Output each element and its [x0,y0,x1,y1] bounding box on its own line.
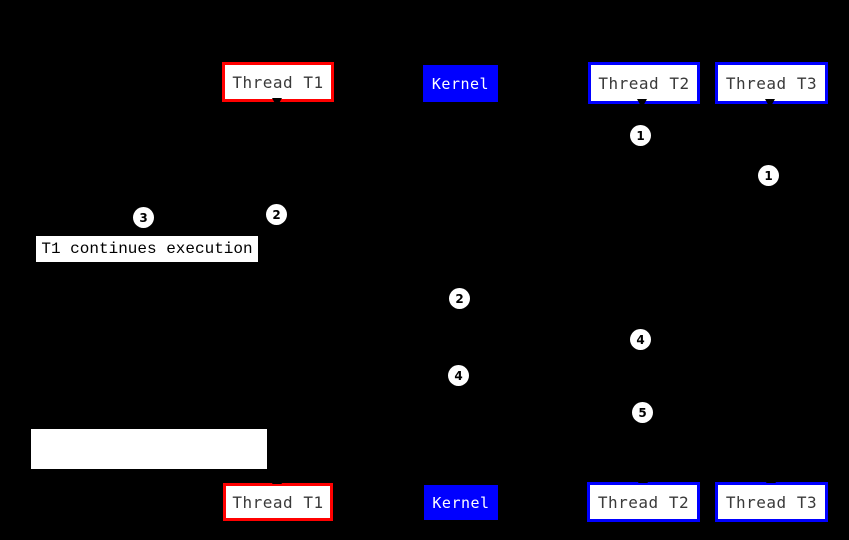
step-marker-2-kernel: 2 [449,288,470,309]
kernel-box-bottom: Kernel [424,485,498,520]
step-marker-2-thread-t1: 2 [266,204,287,225]
step-marker-5-thread-t2: 5 [632,402,653,423]
arrowhead-notch-t2-top [637,99,647,108]
blank-label-box [31,429,267,469]
step-marker-4-thread-t2: 4 [630,329,651,350]
thread-t2-box-top: Thread T2 [588,62,700,104]
thread-t2-box-bottom: Thread T2 [587,482,700,522]
thread-t1-box-top: Thread T1 [222,62,334,102]
step-marker-1-thread-t3: 1 [758,165,779,186]
step-marker-3-thread-t1: 3 [133,207,154,228]
step-marker-1-thread-t2: 1 [630,125,651,146]
annotation-t1-continues-execution: T1 continues execution [36,236,258,262]
arrowhead-notch-t2-bottom [638,474,648,483]
thread-t3-box-bottom: Thread T3 [715,482,828,522]
arrowhead-notch-t1-bottom [272,475,282,484]
arrowhead-notch-t3-top [765,99,775,108]
kernel-box-top: Kernel [423,65,498,102]
arrowhead-notch-t3-bottom [766,474,776,483]
thread-t3-box-top: Thread T3 [715,62,828,104]
step-marker-4-kernel: 4 [448,365,469,386]
thread-t1-box-bottom: Thread T1 [223,483,333,521]
arrowhead-notch-t1-top [272,98,282,107]
